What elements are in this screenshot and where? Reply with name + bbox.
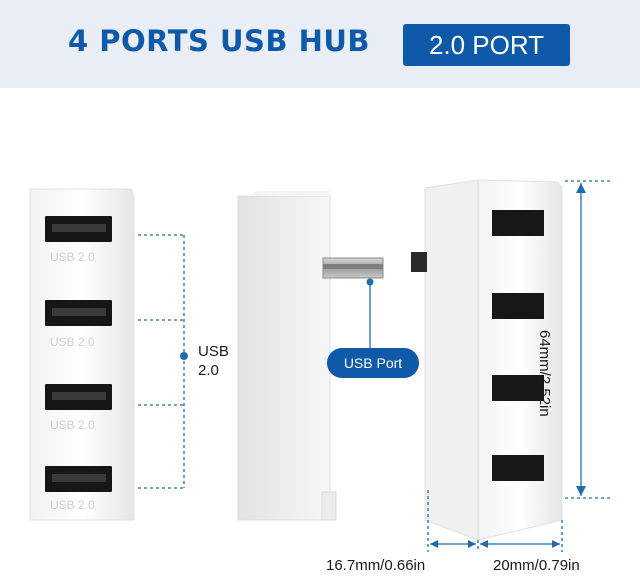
port-label-2: USB 2.0 [50,335,95,349]
hub-side-view [237,191,384,521]
height-dimension-line [565,180,610,499]
usb-port-3 [45,384,112,410]
port-label-4: USB 2.0 [50,498,95,512]
usb-port-1 [45,216,112,242]
side-usb-label-line1: USB [198,343,229,360]
side-usb-label-line2: 2.0 [198,362,219,379]
usb-port-4 [45,466,112,492]
port-bracket [138,234,185,489]
port-version-badge: 2.0 PORT [403,24,570,66]
hub-front-view [29,188,188,521]
header-banner: 4 PORTS USB HUB 2.0 PORT [0,0,640,88]
usb-plug [322,257,384,279]
height-dimension-label: 64mm/2.52in [536,330,553,417]
port-label-3: USB 2.0 [50,418,95,432]
hub-angle-view [411,179,610,552]
usb-port-callout: USB Port [327,348,419,378]
usb-port-2 [45,300,112,326]
port-label-1: USB 2.0 [50,250,95,264]
width-dimension-label: 20mm/0.79in [493,557,580,574]
depth-dimension-label: 16.7mm/0.66in [326,557,426,574]
product-photo [29,179,610,552]
product-title: 4 PORTS USB HUB [68,24,371,58]
